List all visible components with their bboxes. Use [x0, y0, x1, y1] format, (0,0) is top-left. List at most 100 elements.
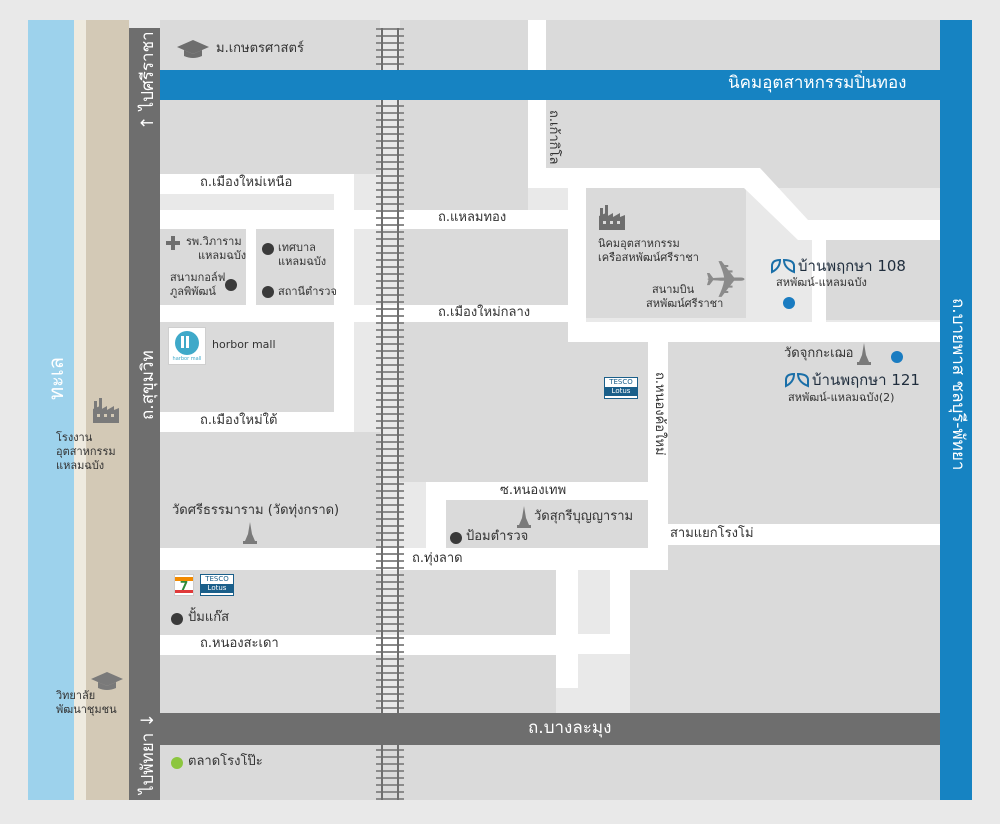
block — [586, 188, 746, 318]
road-label-nong-sadao: ถ.หนองสะเดา — [200, 636, 279, 651]
road-branch — [610, 570, 630, 634]
factory-icon — [599, 205, 625, 230]
road-label-mueang-mai-tai: ถ.เมืองใหม่ใต้ — [200, 413, 278, 428]
municipality-dot — [262, 243, 274, 255]
block — [160, 570, 380, 635]
road-label-soi-nong-thep: ซ.หนองเทพ — [500, 483, 567, 498]
hospital-label-1: รพ.วิภาราม — [186, 235, 242, 248]
graduation-cap-icon — [91, 672, 123, 690]
police-station-label: สถานีตำรวจ — [278, 285, 337, 298]
road-sam-yaek — [668, 524, 940, 545]
road-mueang-mai-klang — [160, 305, 570, 322]
wat-juk-label: วัดจุกกะเฌอ — [784, 346, 854, 361]
tesco-lotus-logo: TESCO Lotus — [200, 574, 234, 596]
block — [400, 229, 568, 305]
project-121-sub: สหพัฒน์-แหลมฉบัง(2) — [788, 391, 895, 404]
estate-label-1: นิคมอุตสาหกรรม — [598, 237, 680, 250]
gas-station-dot — [171, 613, 183, 625]
road-connector — [334, 174, 354, 432]
road-pinthong-label: นิคมอุตสาหกรรมปิ่นทอง — [728, 73, 907, 93]
police-box-label: ป้อมตำรวจ — [466, 529, 529, 544]
harbor-mall-label: horbor mall — [212, 338, 276, 351]
block — [160, 432, 380, 550]
railway-rail — [397, 28, 399, 800]
municipality-label-2: แหลมฉบัง — [278, 255, 327, 268]
seven-eleven-logo: 7 — [174, 574, 194, 596]
gas-station-label: ปั้มแก๊ส — [188, 610, 230, 625]
road-bang-lamung-label: ถ.บางละมุง — [528, 718, 612, 738]
road-mueang-mai-tai — [160, 412, 354, 432]
golf-label-2: ภูลพิพัฒน์ — [170, 285, 216, 298]
factory-label-1: โรงงาน — [56, 431, 93, 444]
block — [400, 322, 648, 482]
road-thung-lat — [160, 548, 650, 570]
road-nong-sadao — [160, 635, 556, 655]
block — [826, 240, 940, 320]
road-estate-bottom — [568, 322, 940, 342]
road-label-kao-kilo: ถ.เก้ากิโล — [545, 110, 561, 165]
block — [668, 342, 940, 524]
road-connector — [246, 229, 256, 305]
block — [630, 545, 940, 713]
sand-strip — [74, 20, 86, 800]
project-108-sub: สหพัฒน์-แหลมฉบัง — [776, 276, 867, 289]
road-pinthong — [160, 70, 940, 100]
block — [160, 655, 380, 713]
road-kao-kilo — [528, 20, 546, 188]
road-label-laem-thong: ถ.แหลมทอง — [438, 210, 507, 225]
market-label: ตลาดโรงโป๊ะ — [188, 754, 263, 769]
road-estate-left — [568, 188, 586, 342]
block — [546, 20, 940, 70]
market-dot — [171, 757, 183, 769]
road-sukhumvit — [129, 28, 160, 800]
road-laem-thong — [160, 210, 570, 229]
seven-eleven-text: 7 — [179, 579, 189, 593]
project-121-marker[interactable] — [891, 351, 903, 363]
harbor-logo-text: harbor mall — [172, 356, 202, 362]
college-label-2: พัฒนาชุมชน — [56, 703, 117, 716]
police-station-dot — [262, 286, 274, 298]
airport-label-2: สหพัฒน์ศรีราชา — [646, 297, 724, 310]
hospital-label-2: แหลมฉบัง — [198, 249, 247, 262]
road-mueang-mai-nuea — [160, 174, 354, 194]
hospital-cross-icon — [166, 236, 180, 250]
factory-label-2: อุตสาหกรรม — [56, 445, 116, 458]
kasetsart-label: ม.เกษตรศาสตร์ — [216, 41, 304, 56]
block — [400, 100, 528, 210]
tesco-text: TESCO — [609, 378, 633, 386]
block — [160, 100, 380, 174]
road-nong-kho-mai — [648, 342, 668, 570]
road-branch — [556, 570, 578, 688]
road-estate-right — [812, 240, 826, 322]
road-estate-top — [546, 168, 746, 188]
tesco-lotus-logo: TESCO Lotus — [604, 377, 638, 399]
sea-area — [28, 20, 74, 800]
project-108-marker[interactable] — [783, 297, 795, 309]
road-label-mueang-mai-nuea: ถ.เมืองใหม่เหนือ — [200, 175, 293, 190]
project-108-name: บ้านพฤกษา 108 — [798, 257, 906, 275]
to-sriracha-label: ↑ ไปศรีราชา — [138, 31, 158, 130]
estate-label-2: เครือสหพัฒน์ศรีราชา — [598, 251, 699, 264]
airport-label-1: สนามบิน — [652, 283, 695, 296]
police-box-dot — [450, 532, 462, 544]
road-label-mueang-mai-klang: ถ.เมืองใหม่กลาง — [438, 305, 531, 320]
wat-sarabun-label: วัดสุกรีบุญญาราม — [534, 509, 634, 524]
municipality-label-1: เทศบาล — [278, 241, 316, 254]
golf-label-1: สนามกอล์ฟ — [170, 271, 226, 284]
road-label-sam-yaek: สามแยกโรงโม่ — [670, 526, 754, 541]
road-estate-diagonal — [730, 168, 940, 240]
block — [160, 745, 940, 800]
lotus-text: Lotus — [201, 584, 233, 593]
wat-sri-label: วัดศรีธรรมาราม (วัดทุ่งกราด) — [172, 503, 340, 518]
harbor-mall-logo: harbor mall — [168, 327, 206, 365]
pruksa-leaf-icon — [785, 372, 809, 388]
temple-icon — [243, 522, 257, 544]
golf-dot — [225, 279, 237, 291]
road-label-nong-kho-mai: ถ.หนองค้อใหม่ — [652, 372, 667, 456]
road-bang-lamung — [160, 713, 940, 745]
road-bypass-label: ถ.บายพาส ชลบุรี-พัทยา — [948, 298, 968, 471]
tesco-text: TESCO — [205, 575, 229, 583]
temple-icon — [517, 506, 531, 528]
factory-label-3: แหลมฉบัง — [56, 459, 105, 472]
